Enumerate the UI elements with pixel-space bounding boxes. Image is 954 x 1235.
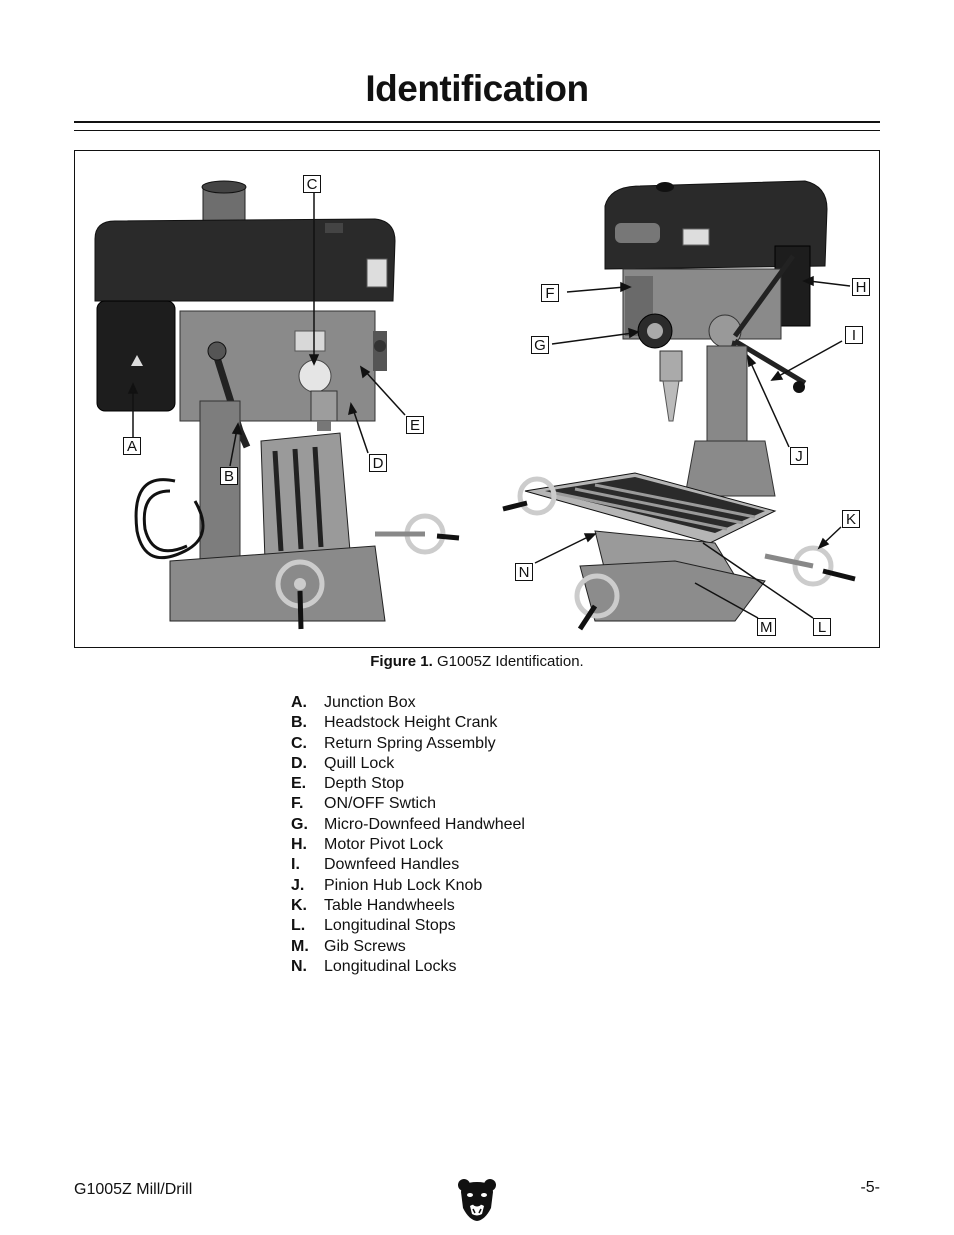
- callout-h: H: [852, 278, 870, 296]
- callout-n: N: [515, 563, 533, 581]
- list-item: J. Pinion Hub Lock Knob: [291, 876, 525, 896]
- bear-logo-icon: [458, 1179, 496, 1221]
- list-item: C. Return Spring Assembly: [291, 734, 525, 754]
- title-rule-thin: [74, 130, 880, 131]
- page-title: Identification: [365, 68, 589, 109]
- callout-d: D: [369, 454, 387, 472]
- legend-letter: H.: [291, 836, 307, 854]
- parts-legend: A.Junction Box B.Headstock Height Crank …: [291, 693, 525, 977]
- callout-l: L: [813, 618, 831, 636]
- legend-letter: F.: [291, 795, 304, 813]
- callout-c: C: [303, 175, 321, 193]
- title-rule-thick: [74, 121, 880, 123]
- legend-text: Motor Pivot Lock: [324, 836, 444, 854]
- figure-caption-label: Figure 1.: [370, 653, 433, 670]
- callout-m: M: [757, 618, 776, 636]
- callout-f: F: [541, 284, 559, 302]
- legend-letter: C.: [291, 734, 307, 752]
- callout-a: A: [123, 437, 141, 455]
- legend-letter: K.: [291, 896, 307, 914]
- legend-text: Micro-Downfeed Handwheel: [324, 815, 525, 833]
- legend-letter: A.: [291, 694, 307, 711]
- callout-i: I: [845, 326, 863, 344]
- left-machine-illustration: [94, 180, 460, 630]
- list-item: A. Junction Box: [291, 693, 525, 713]
- legend-text: Return Spring Assembly: [324, 734, 496, 752]
- legend-letter: M.: [291, 937, 309, 955]
- legend-text: Table Handwheels: [324, 896, 455, 914]
- page-number: -5-: [860, 1179, 880, 1196]
- legend-text: Longitudinal Stops: [324, 917, 456, 935]
- legend-text: ON/OFF Swtich: [324, 795, 437, 813]
- figure-caption-text: G1005Z Identification.: [436, 653, 584, 670]
- figure-box: C A B D E F G H I J K N M L: [74, 150, 880, 648]
- footer-model: G1005Z Mill/Drill: [74, 1181, 193, 1198]
- list-item: D. Quill Lock: [291, 754, 525, 774]
- list-item: G. Micro-Downfeed Handwheel: [291, 815, 525, 835]
- legend-letter: B.: [291, 714, 307, 732]
- machine-photos: [94, 166, 860, 636]
- legend-text: Longitudinal Locks: [324, 957, 457, 975]
- legend-letter: G.: [291, 815, 308, 833]
- legend-text: Quill Lock: [324, 754, 395, 772]
- callout-k: K: [842, 510, 860, 528]
- list-item: M. Gib Screws: [291, 937, 525, 957]
- legend-text: Gib Screws: [324, 937, 406, 955]
- right-machine-illustration: [498, 166, 860, 636]
- callout-g: G: [531, 336, 549, 354]
- legend-letter: I.: [291, 856, 300, 874]
- list-item: I. Downfeed Handles: [291, 855, 525, 875]
- legend-letter: L.: [291, 917, 306, 935]
- legend-text: Downfeed Handles: [324, 856, 460, 874]
- legend-letter: N.: [291, 957, 307, 975]
- list-item: H. Motor Pivot Lock: [291, 835, 525, 855]
- list-item: N. Longitudinal Locks: [291, 957, 525, 977]
- callout-b: B: [220, 467, 238, 485]
- legend-text: Headstock Height Crank: [324, 714, 498, 732]
- callout-j: J: [790, 447, 808, 465]
- list-item: K. Table Handwheels: [291, 896, 525, 916]
- legend-letter: E.: [291, 775, 307, 793]
- list-item: L. Longitudinal Stops: [291, 916, 525, 936]
- legend-letter: J.: [291, 876, 305, 894]
- callout-leaders: [127, 193, 851, 619]
- legend-text: Pinion Hub Lock Knob: [324, 876, 483, 894]
- legend-letter: D.: [291, 754, 307, 772]
- callout-e: E: [406, 416, 424, 434]
- list-item: E. Depth Stop: [291, 774, 525, 794]
- legend-text: Junction Box: [324, 694, 416, 711]
- list-item: B. Headstock Height Crank: [291, 713, 525, 733]
- figure-caption: Figure 1. G1005Z Identification.: [0, 653, 954, 670]
- legend-text: Depth Stop: [324, 775, 405, 793]
- list-item: F. ON/OFF Swtich: [291, 794, 525, 814]
